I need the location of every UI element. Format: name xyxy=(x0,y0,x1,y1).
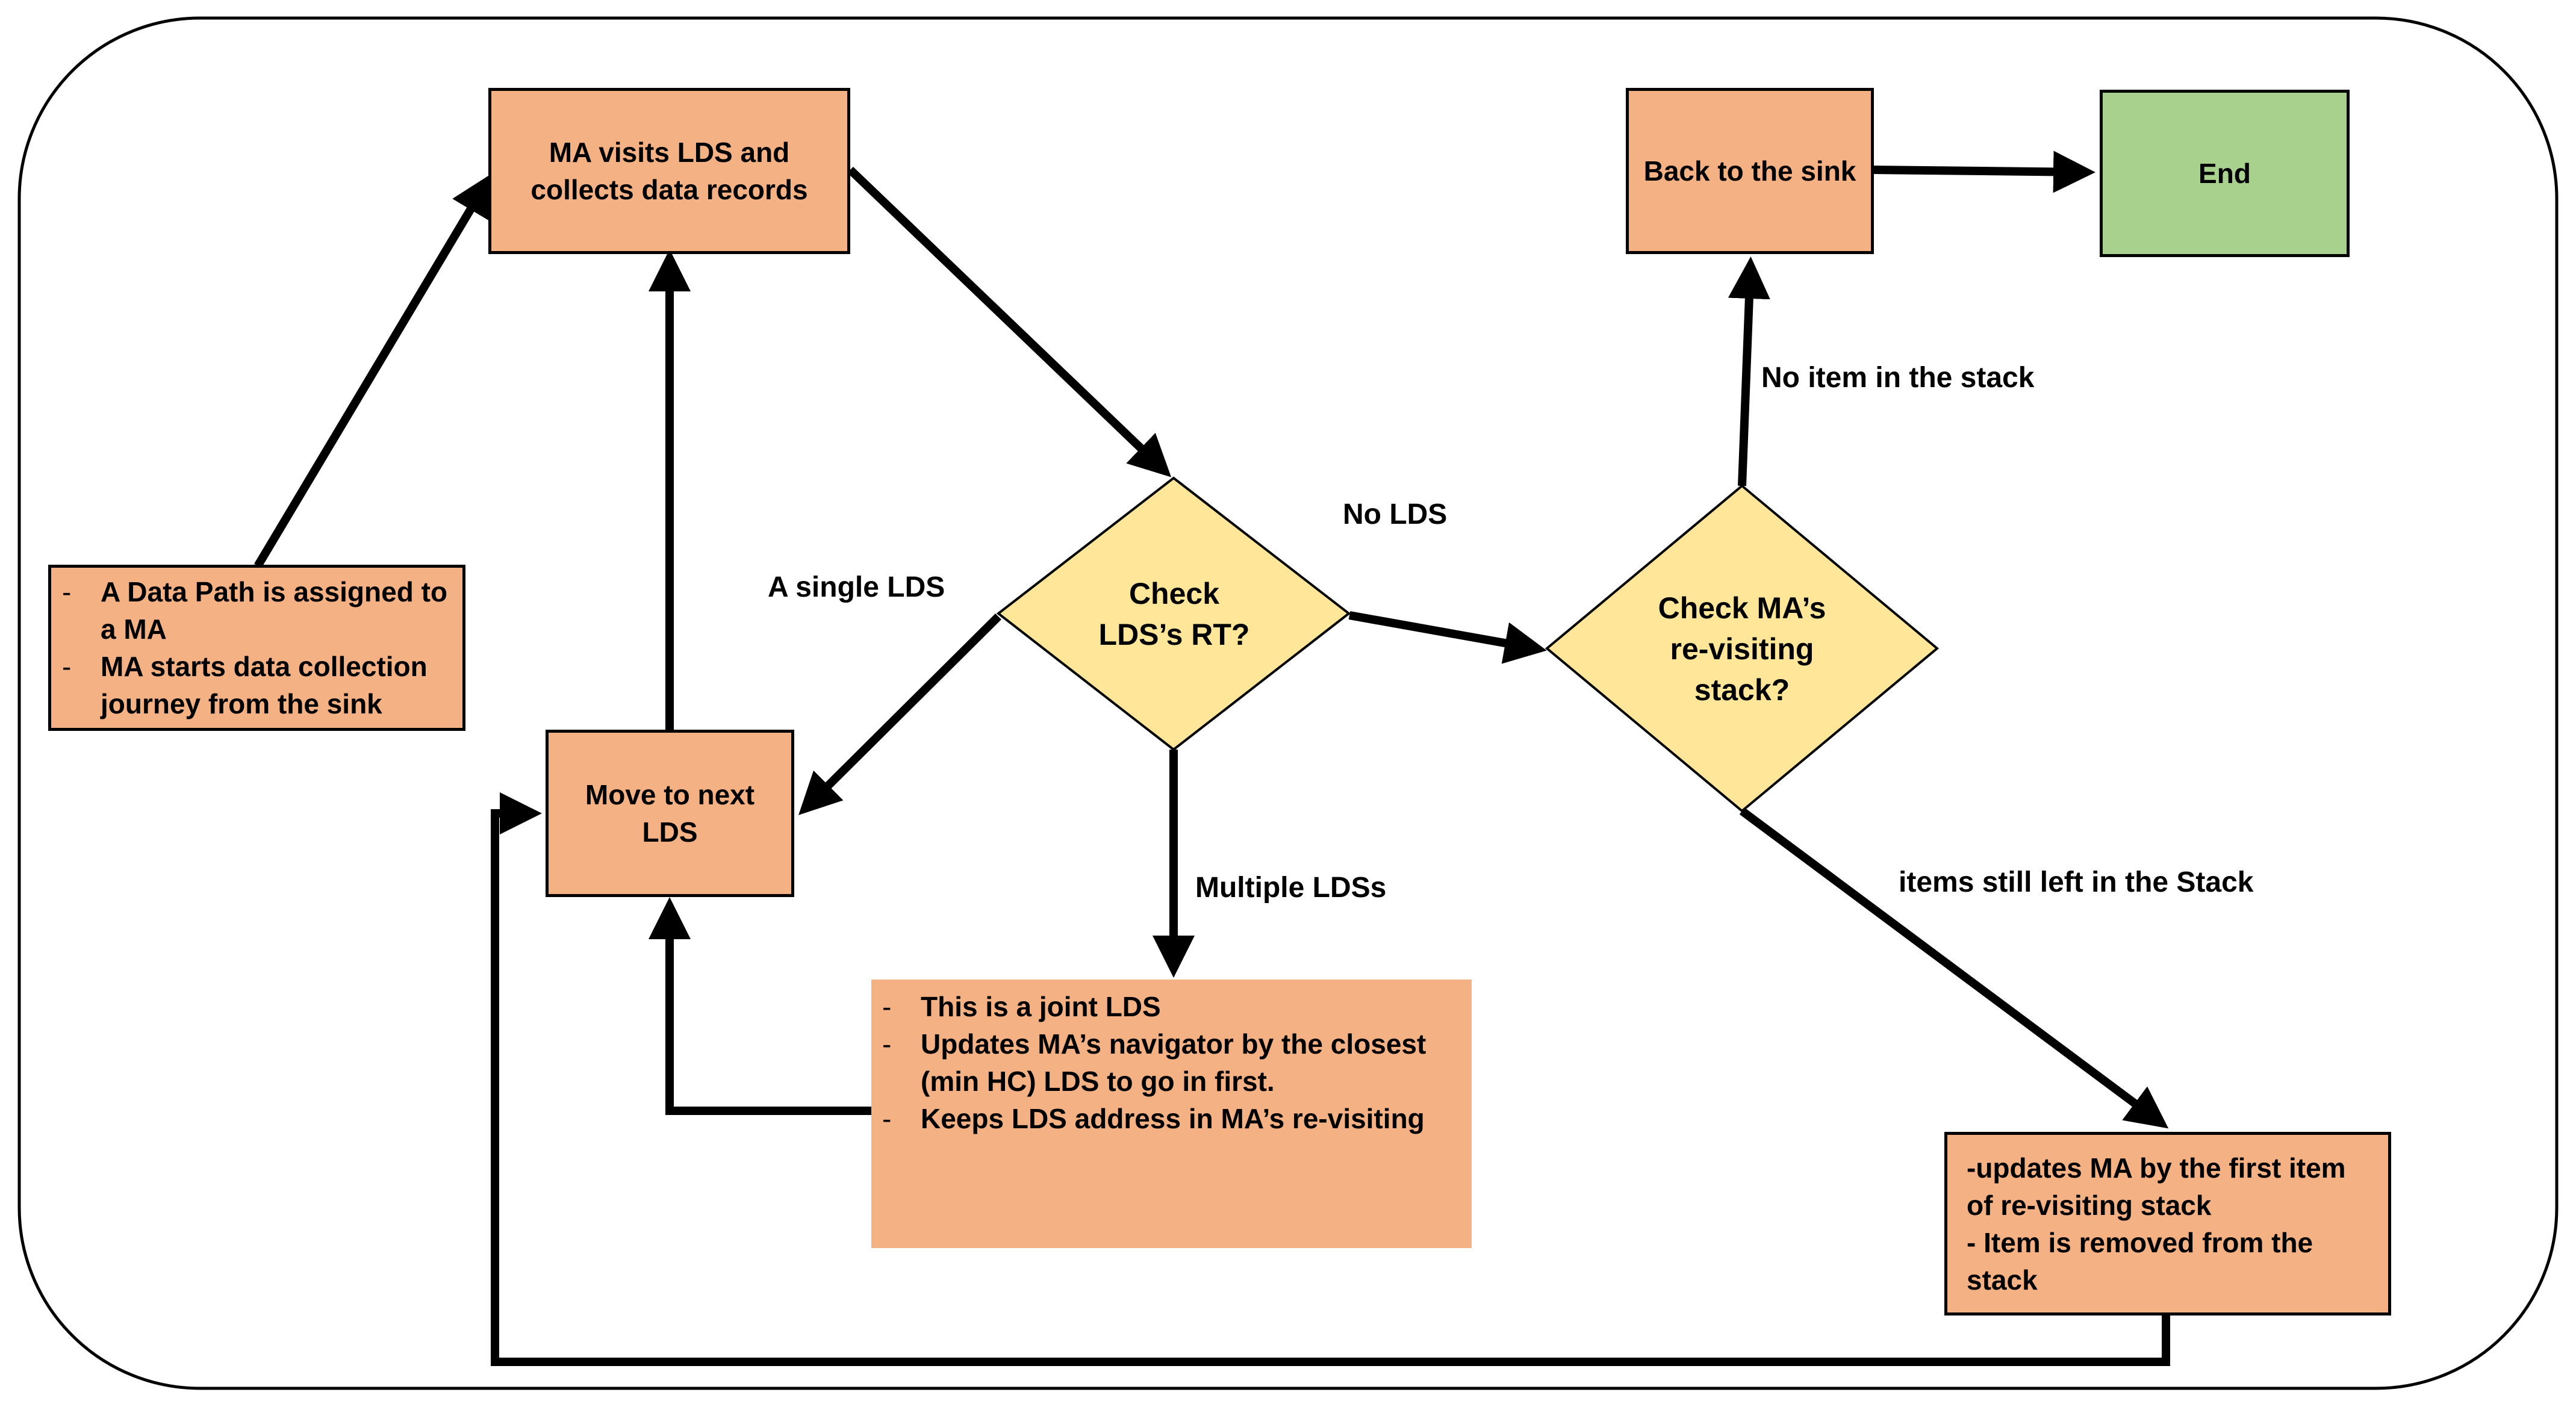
back-to-sink-label: Back to the sink xyxy=(1643,155,1856,187)
edge-label-no-lds: No LDS xyxy=(1343,499,1448,530)
update-stack-box: -updates MA by the first item of re-visi… xyxy=(1944,1132,2391,1315)
end-label: End xyxy=(2198,158,2251,189)
move-next-lds-box: Move to next LDS xyxy=(546,730,794,897)
joint-lds-item: This is a joint LDS xyxy=(871,988,1472,1025)
move-next-lds-label: Move to next LDS xyxy=(585,779,755,848)
edge-check-rt-to-check-stack xyxy=(1348,611,1547,664)
assign-path-box: A Data Path is assigned to a MA MA start… xyxy=(48,565,465,731)
edge-back-to-end xyxy=(1871,151,2095,193)
joint-lds-item: Keeps LDS address in MA’s re-visiting xyxy=(871,1100,1472,1137)
joint-lds-box: This is a joint LDS Updates MA’s navigat… xyxy=(871,980,1472,1248)
check-stack-label: Check MA’s re-visiting stack? xyxy=(1658,591,1826,707)
edge-label-items-left: items still left in the Stack xyxy=(1899,866,2254,898)
edge-label-single-lds: A single LDS xyxy=(768,571,945,603)
assign-path-item: MA starts data collection journey from t… xyxy=(51,648,462,722)
end-box: End xyxy=(2100,90,2350,257)
update-stack-line: - Item is removed from the stack xyxy=(1967,1226,2313,1296)
edge-check-stack-to-update xyxy=(1739,807,2169,1129)
outer-frame xyxy=(17,16,2559,1390)
edge-visit-to-check-rt xyxy=(847,166,1172,477)
check-rt-label: Check LDS’s RT? xyxy=(1098,577,1250,651)
visit-lds-box: MA visits LDS and collects data records xyxy=(488,88,850,254)
edge-label-no-item: No item in the stack xyxy=(1761,362,2035,394)
edge-check-rt-to-move xyxy=(798,613,1001,815)
edge-assign-to-visit xyxy=(254,173,493,568)
edge-joint-to-move xyxy=(649,897,873,1115)
assign-path-item: A Data Path is assigned to a MA xyxy=(51,573,462,648)
edge-update-to-move xyxy=(491,792,2170,1366)
back-to-sink-box: Back to the sink xyxy=(1626,88,1874,254)
edge-label-multiple-ldss: Multiple LDSs xyxy=(1195,872,1387,904)
joint-lds-item: Updates MA’s navigator by the closest (m… xyxy=(871,1025,1472,1100)
update-stack-line: -updates MA by the first item of re-visi… xyxy=(1967,1152,2346,1221)
edge-check-stack-to-back xyxy=(1728,256,1770,486)
visit-lds-label: MA visits LDS and collects data records xyxy=(530,137,808,205)
